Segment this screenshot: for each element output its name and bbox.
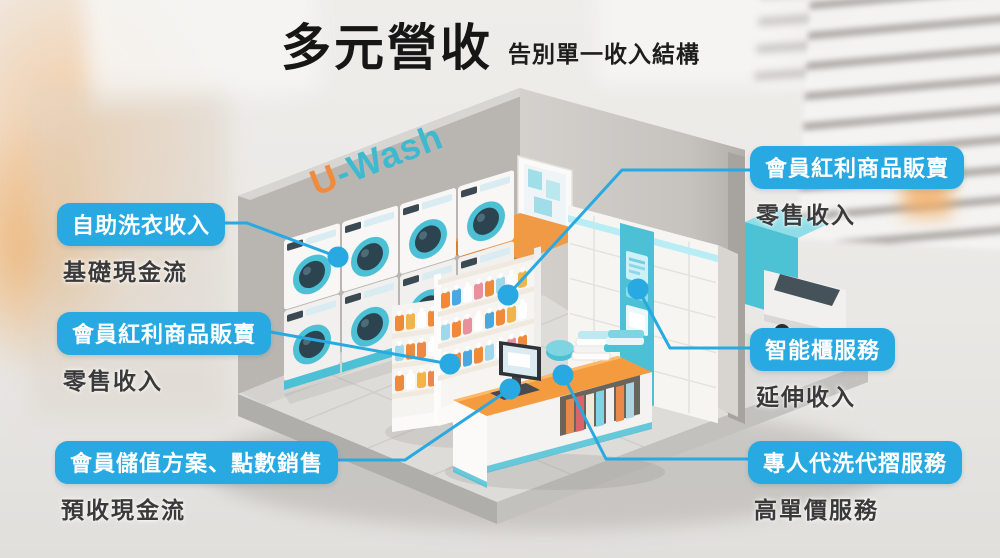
- left-wall-top-edge: [238, 88, 532, 200]
- page-title: 多元營收: [281, 20, 493, 76]
- callout-label: 智能櫃服務: [750, 328, 896, 371]
- counter-top: [453, 356, 652, 416]
- callout-connectors: [203, 168, 752, 462]
- callout-smart-locker-service: 智能櫃服務 延伸收入: [750, 328, 896, 412]
- callout-sublabel: 延伸收入: [756, 384, 856, 410]
- callout-sublabel: 高單價服務: [754, 497, 879, 523]
- connector-dot-washer: [327, 246, 349, 268]
- connector-retail-right: [506, 168, 752, 297]
- connector-dot-shelf-right: [497, 284, 519, 306]
- callout-member-retail-right: 會員紅利商品販賣 零售收入: [750, 146, 965, 230]
- background-building-left: [30, 90, 230, 420]
- connector-dot-towels: [552, 364, 574, 386]
- connector-smart-locker: [636, 287, 752, 350]
- callout-sublabel: 基礎現金流: [63, 259, 188, 285]
- callout-dots: [327, 246, 649, 400]
- checkout-counter: [445, 330, 665, 490]
- callout-sublabel: 零售收入: [63, 368, 163, 394]
- header: 多元營收 告別單一收入結構: [281, 20, 700, 78]
- callout-sublabel: 零售收入: [756, 202, 856, 228]
- folded-towels: [546, 330, 644, 361]
- callout-label: 會員紅利商品販賣: [57, 312, 272, 355]
- callout-self-service-laundry: 自助洗衣收入 基礎現金流: [57, 203, 226, 287]
- callout-label: 會員儲值方案、點數銷售: [55, 441, 339, 484]
- connector-dot-shelf-left: [439, 353, 461, 375]
- callout-label: 會員紅利商品販賣: [750, 146, 965, 189]
- connector-dot-locker: [627, 278, 649, 300]
- connector-wash-fold: [561, 373, 750, 461]
- callout-stored-value-points: 會員儲值方案、點數銷售 預收現金流: [55, 441, 339, 525]
- connector-dot-pos: [499, 378, 521, 400]
- callout-label: 專人代洗代摺服務: [748, 441, 963, 484]
- callout-label: 自助洗衣收入: [57, 203, 226, 246]
- callout-wash-fold-service: 專人代洗代摺服務 高單價服務: [748, 441, 963, 525]
- connector-stored-value: [311, 387, 512, 462]
- callout-sublabel: 預收現金流: [61, 497, 186, 523]
- callout-member-retail-left: 會員紅利商品販賣 零售收入: [57, 312, 272, 396]
- page-subtitle: 告別單一收入結構: [508, 40, 700, 67]
